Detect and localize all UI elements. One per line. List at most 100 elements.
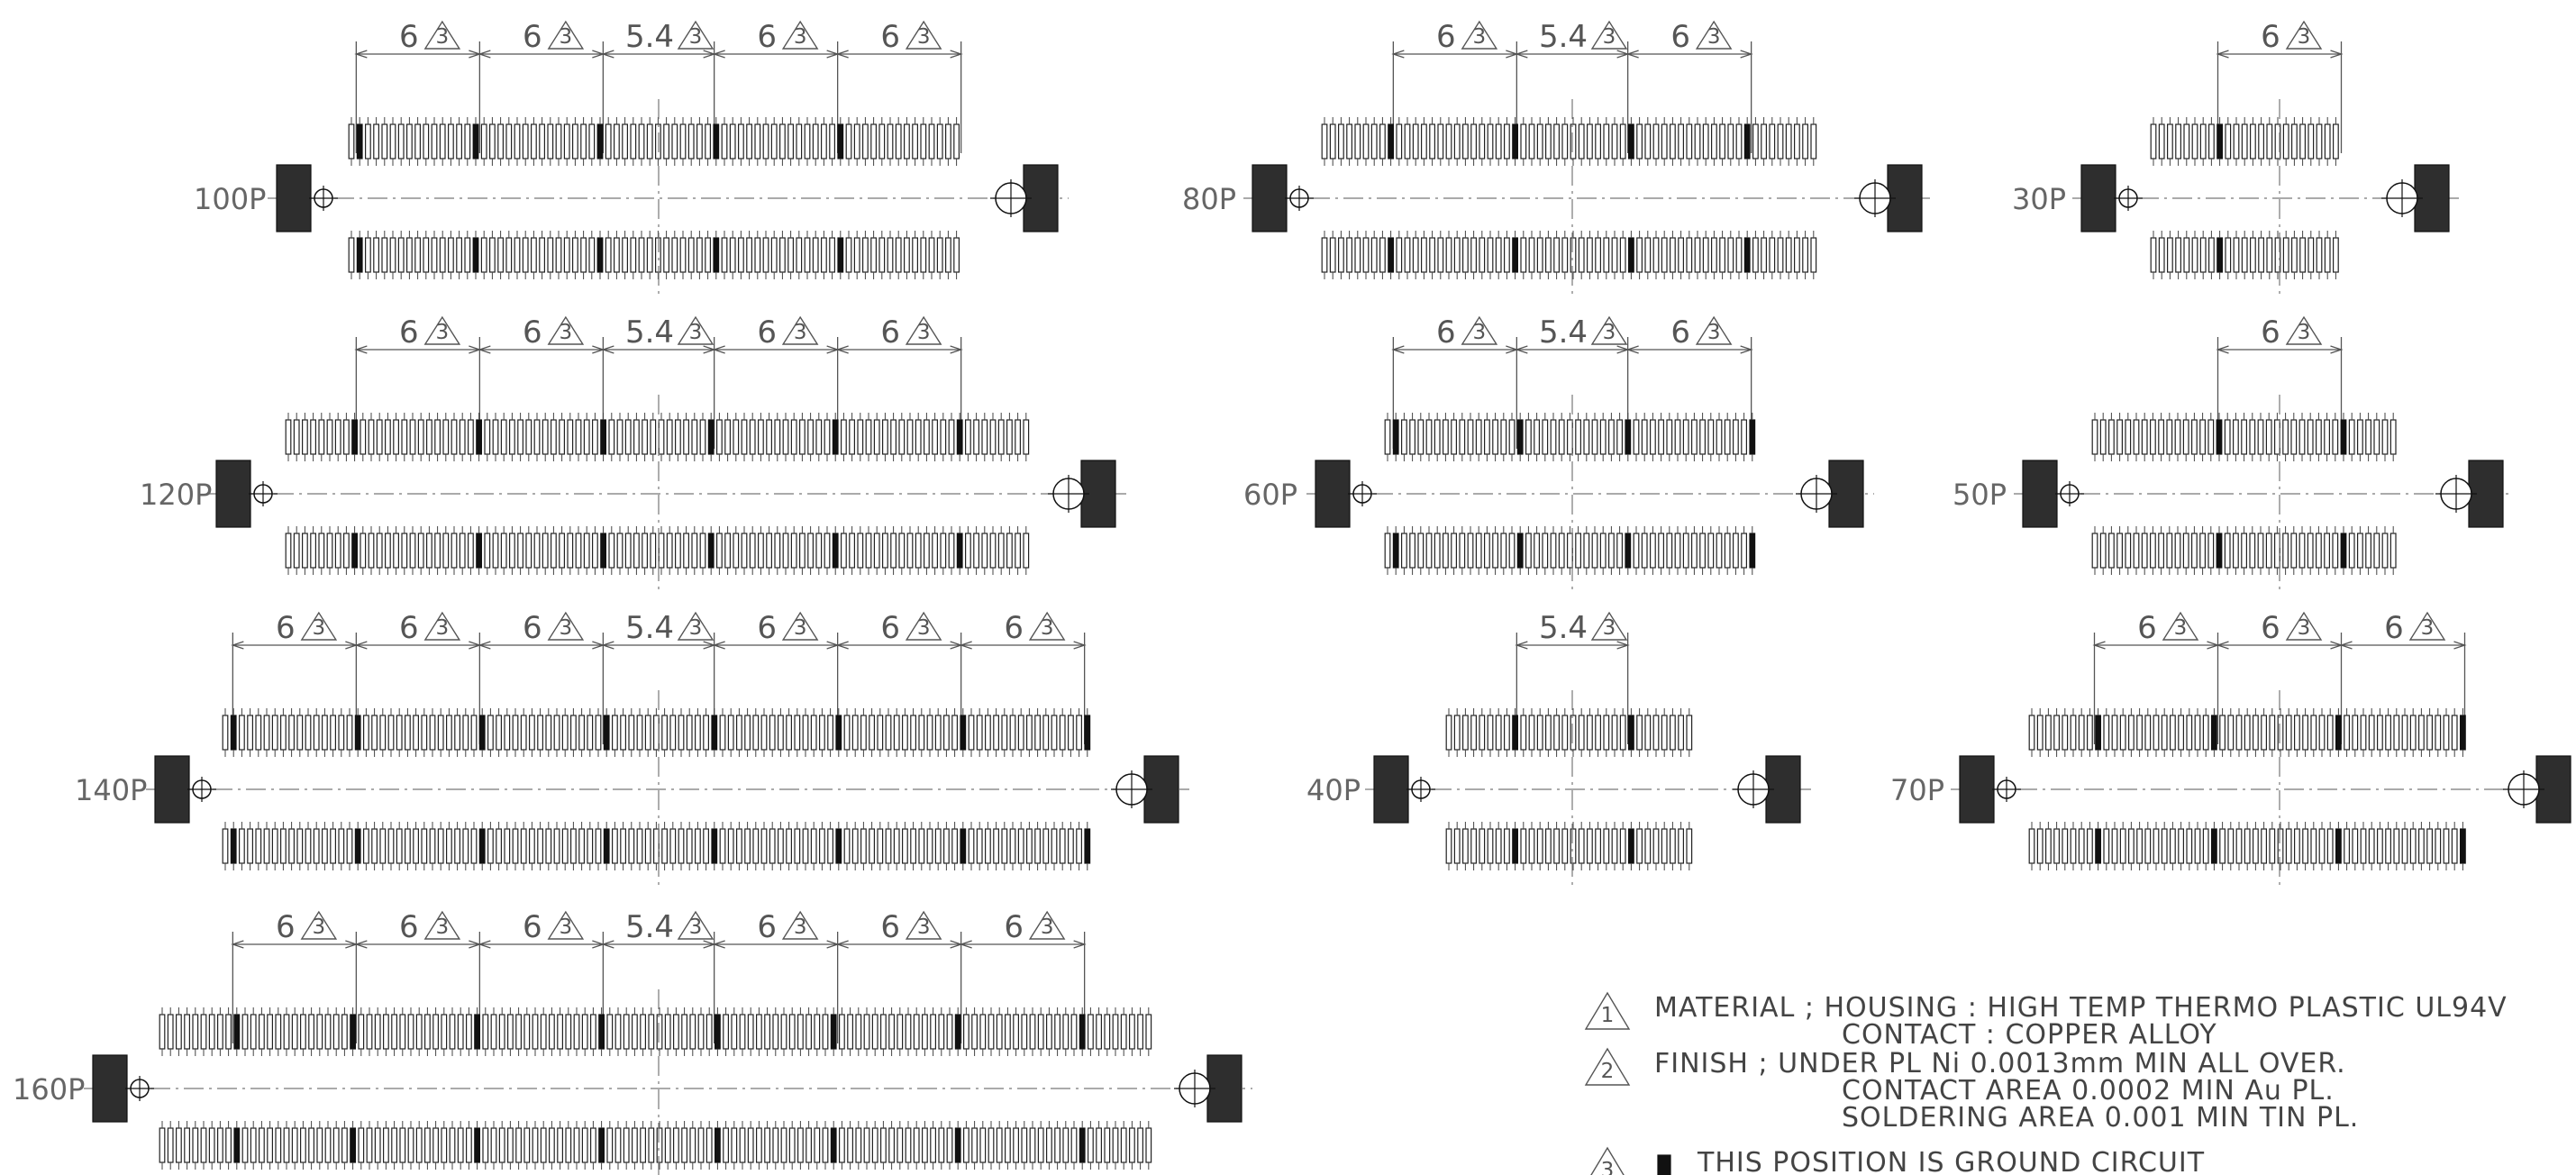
contact-pin (843, 715, 851, 751)
dimension-note-triangle-icon: 3 (547, 611, 585, 641)
contact-pin (981, 419, 988, 455)
dimension-note-triangle-icon: 3 (2408, 611, 2446, 641)
contact-pin (285, 533, 292, 569)
connector-label: 120P (140, 478, 212, 512)
ground-pin (478, 828, 486, 864)
contact-pin (1006, 533, 1013, 569)
contact-pin (1137, 1127, 1144, 1163)
contact-pin (1487, 715, 1494, 751)
contact-pin (484, 533, 491, 569)
contact-pin (2307, 533, 2314, 569)
contact-pin (2307, 123, 2315, 159)
triangle-shape (677, 611, 715, 641)
contact-pin (946, 1014, 953, 1050)
ground-pin (1392, 419, 1399, 455)
contact-pin (729, 237, 736, 273)
contact-pin (705, 237, 711, 273)
contact-pin (192, 1014, 199, 1050)
ground-pin (230, 828, 237, 864)
contact-pin (1346, 237, 1353, 273)
dimension-value: 5.4 (1539, 19, 1588, 55)
dimension-value: 6 (523, 610, 542, 646)
contact-pin (2078, 828, 2085, 864)
contact-pin (888, 1127, 895, 1163)
ground-pin (2460, 828, 2466, 864)
contact-pin (735, 828, 742, 864)
contact-pin (636, 715, 643, 751)
contact-pin (691, 419, 698, 455)
contact-pin (790, 419, 797, 455)
contact-pin (441, 1014, 448, 1050)
contact-pin (2166, 419, 2173, 455)
contact-pin (798, 419, 806, 455)
triangle-number: 3 (436, 915, 450, 939)
contact-pin (2368, 828, 2375, 864)
contact-pin (498, 1127, 505, 1163)
ground-pin (350, 1014, 356, 1050)
left-boss-icon (154, 755, 216, 824)
triangle-shape (1584, 1047, 1631, 1086)
contact-pin (658, 419, 665, 455)
contact-pin (580, 123, 587, 159)
ground-pin (2340, 533, 2347, 569)
contact-pin (747, 1127, 754, 1163)
contact-pin (2199, 123, 2207, 159)
contact-pin (1470, 237, 1478, 273)
dimension-note-triangle-icon: 3 (423, 910, 461, 940)
pin-row-bottom (348, 231, 960, 279)
contact-pin (285, 419, 292, 455)
contact-pin (346, 828, 353, 864)
contact-pin (2381, 419, 2389, 455)
ground-pin (1084, 828, 1091, 864)
contact-pin (953, 123, 960, 159)
contact-pin (855, 1014, 862, 1050)
contact-pin (2324, 419, 2331, 455)
pin-row-top (222, 708, 1091, 757)
contact-pin (613, 237, 620, 273)
contact-pin (679, 237, 687, 273)
contact-pin (686, 828, 693, 864)
contact-pin (500, 533, 507, 569)
contact-pin (1001, 828, 1008, 864)
ground-pin (1392, 533, 1399, 569)
triangle-number: 3 (436, 616, 450, 640)
contact-pin (2285, 828, 2292, 864)
contact-pin (807, 419, 814, 455)
contact-pin (2235, 715, 2243, 751)
triangle-shape (547, 611, 585, 641)
contact-pin (951, 828, 959, 864)
contact-pin (2078, 715, 2085, 751)
contact-pin (520, 715, 527, 751)
contact-pin (2150, 533, 2156, 569)
contact-pin (1042, 715, 1050, 751)
contact-pin (2170, 715, 2176, 751)
contact-pin (2307, 237, 2315, 273)
contact-pin (1735, 123, 1743, 159)
contact-pin (865, 419, 872, 455)
contact-pin (788, 1014, 796, 1050)
ground-pin (476, 419, 482, 455)
contact-pin (334, 419, 341, 455)
right-boss-icon (990, 164, 1059, 232)
contact-pin (2191, 419, 2198, 455)
contact-pin (399, 1014, 406, 1050)
contact-pin (275, 1014, 282, 1050)
contact-pin (508, 419, 515, 455)
contact-pin (1495, 237, 1502, 273)
triangle-number: 3 (1041, 616, 1054, 640)
ground-pin (233, 1127, 241, 1163)
contact-pin (2103, 715, 2110, 751)
contact-pin (1520, 828, 1527, 864)
contact-pin (815, 533, 823, 569)
triangle-number: 3 (560, 321, 573, 344)
contact-pin (2277, 828, 2284, 864)
contact-pin (1437, 123, 1444, 159)
contact-pin (358, 1014, 365, 1050)
contact-pin (1067, 828, 1074, 864)
contact-pin (624, 419, 632, 455)
pin-row-top (2150, 117, 2339, 166)
contact-pin (2036, 828, 2044, 864)
